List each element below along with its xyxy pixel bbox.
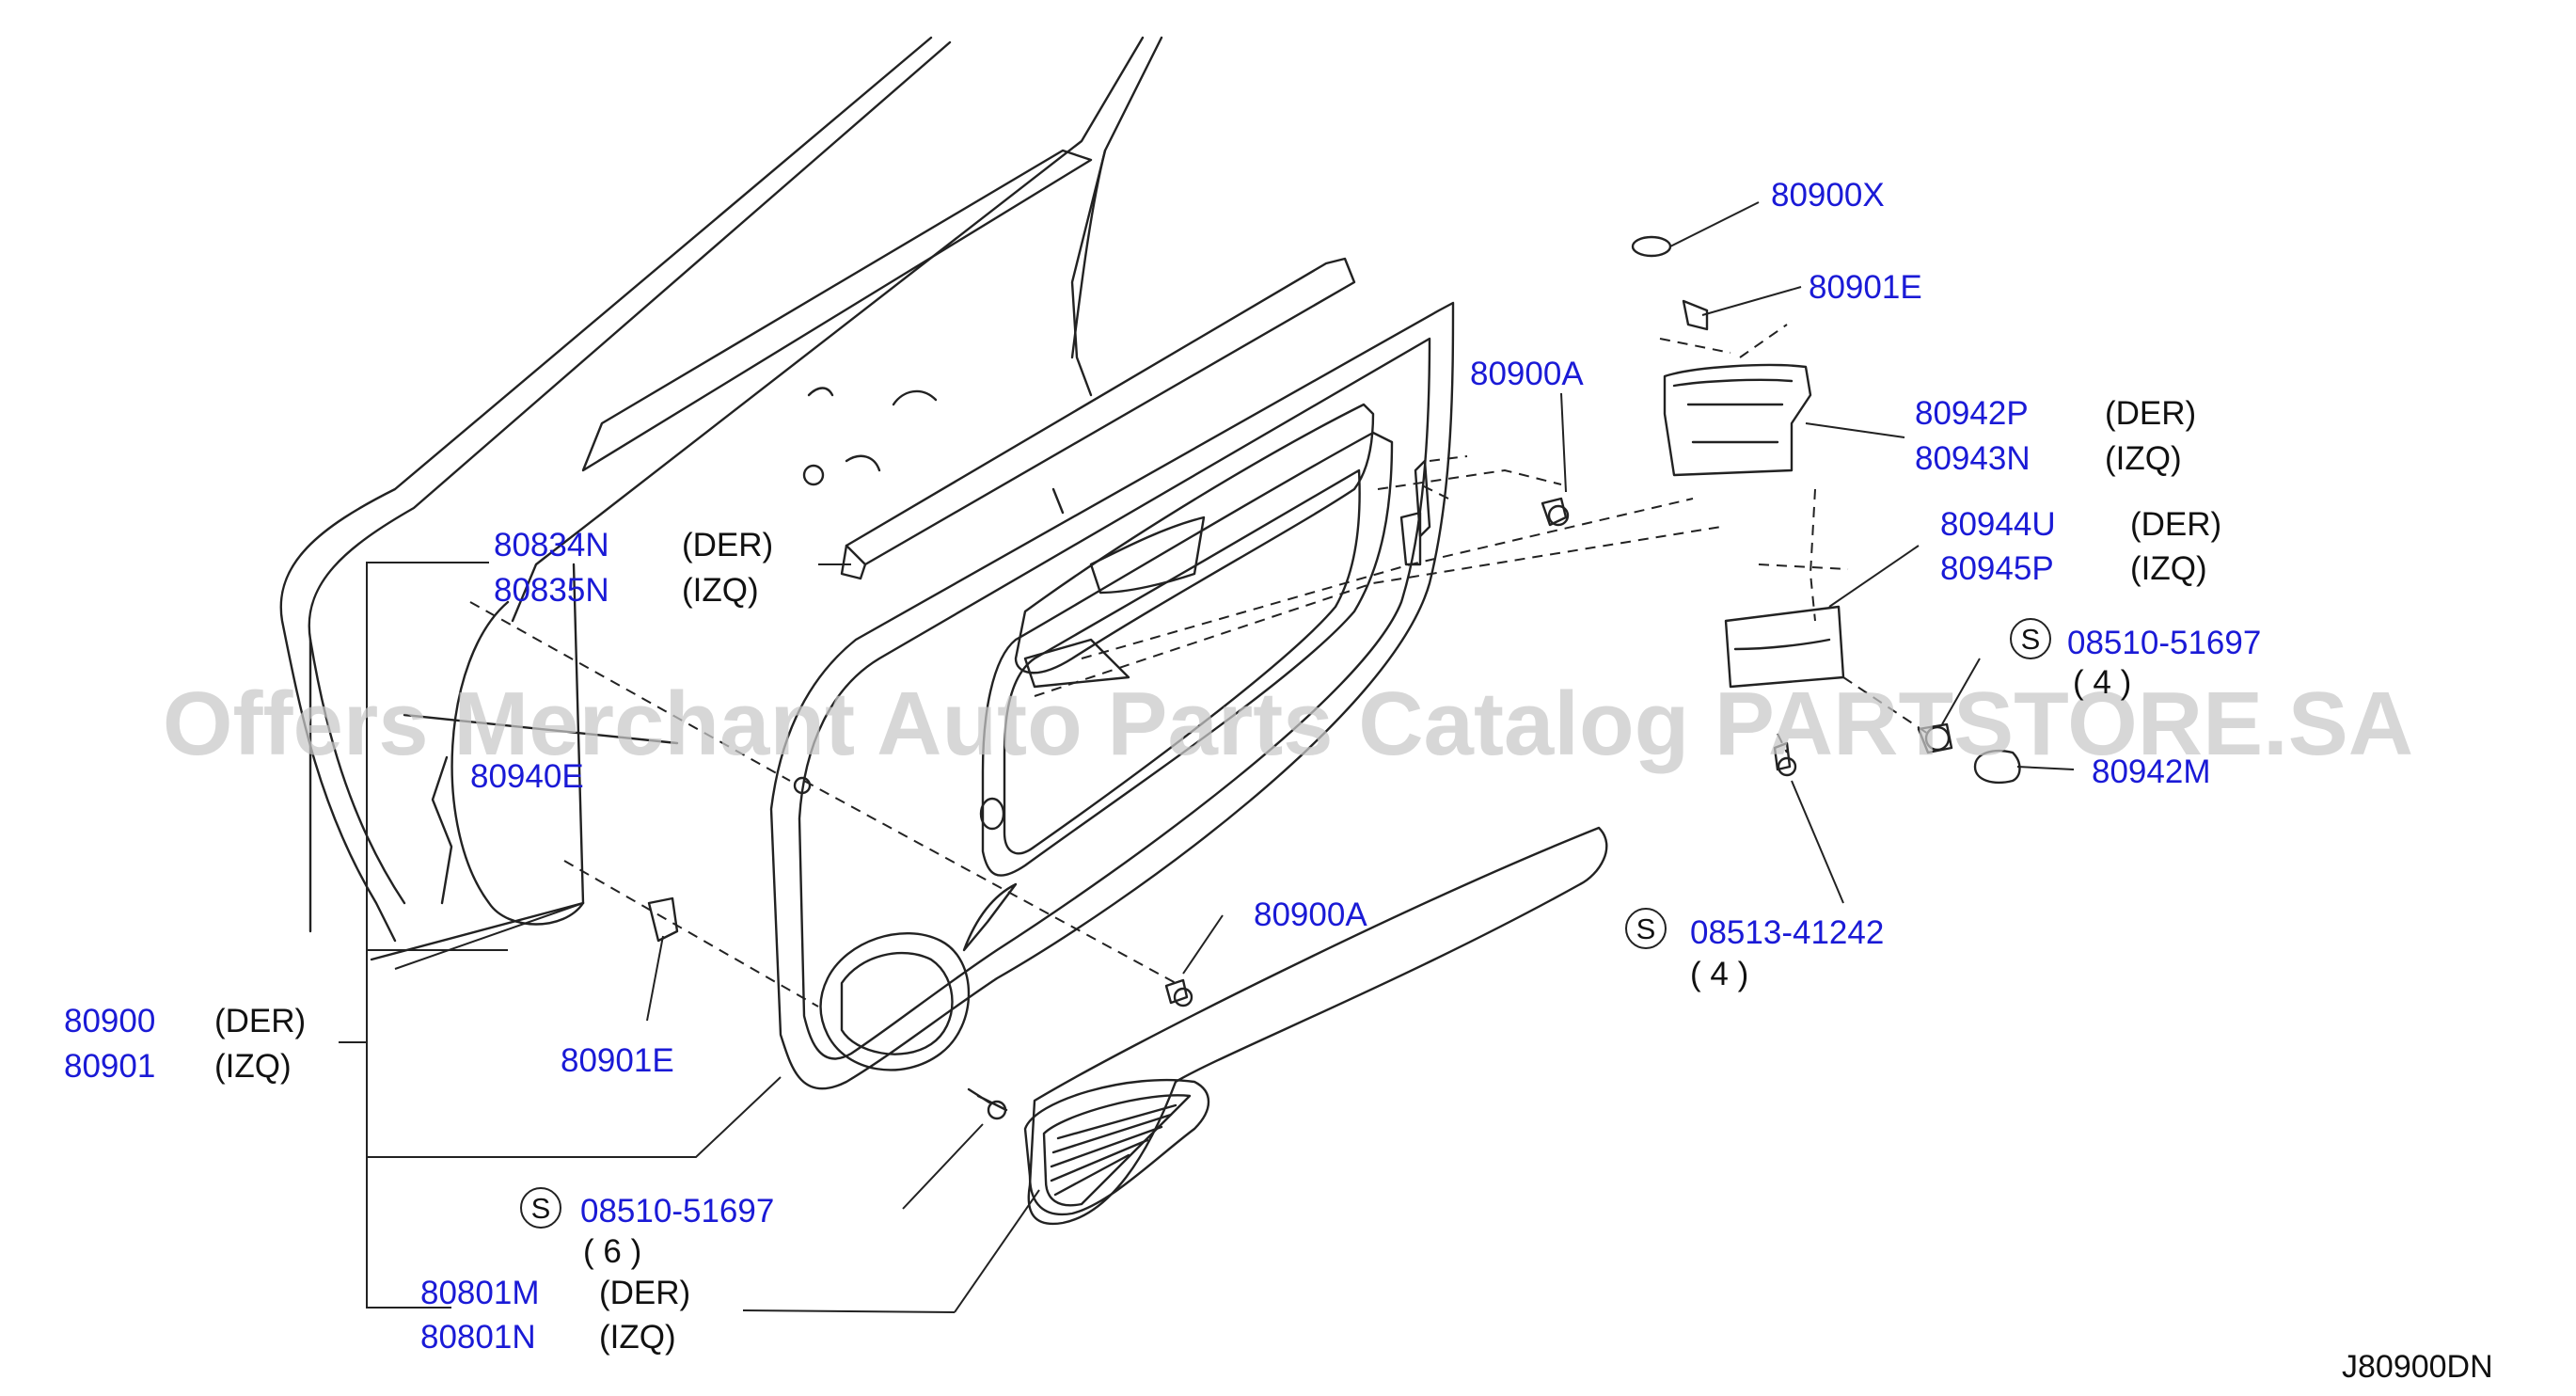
callout-80942p[interactable]: 80942P [1915,395,2029,432]
inner-panel [840,257,1356,580]
screw-symbol-bottom: S [520,1187,561,1229]
callout-80835n-side: (IZQ) [682,572,759,609]
armrest-pocket [1023,826,1608,1226]
callout-80943n-side: (IZQ) [2105,440,2182,477]
callout-80945p[interactable]: 80945P [1940,550,2054,587]
diagram-code: J80900DN [2342,1349,2493,1385]
callout-08510-51697-right-qty: ( 4 ) [2073,664,2132,701]
assembly-lines [469,324,1929,1007]
callout-80901[interactable]: 80901 [64,1048,156,1085]
callout-80801m-side: (DER) [599,1275,691,1311]
callout-80944u-side: (DER) [2130,506,2222,543]
callout-80900a-mid[interactable]: 80900A [1254,896,1367,933]
leader-lines [339,201,2075,1313]
callout-80834n-side: (DER) [682,527,774,563]
callout-80901e-top[interactable]: 80901E [1809,269,1922,306]
fasteners [647,497,2021,1120]
callout-80900[interactable]: 80900 [64,1003,156,1039]
callout-80900-side: (DER) [214,1003,307,1039]
callout-80834n[interactable]: 80834N [494,527,609,563]
door-frame [279,36,1163,961]
callout-80940e[interactable]: 80940E [470,758,584,795]
door-trim-panel [769,301,1455,1090]
callout-80945p-side: (IZQ) [2130,550,2207,587]
callout-80943n[interactable]: 80943N [1915,440,2031,477]
screw-symbol-mid: S [1625,908,1667,949]
screw-symbol-right: S [2010,618,2051,659]
callout-80901e-low[interactable]: 80901E [561,1042,674,1079]
callout-80835n[interactable]: 80835N [494,572,609,609]
callout-08510-51697-bottom-qty: ( 6 ) [583,1233,642,1270]
callout-80900a-top[interactable]: 80900A [1470,356,1584,392]
callout-80900x[interactable]: 80900X [1771,177,1885,214]
callout-80942m[interactable]: 80942M [2092,754,2211,790]
callout-08513-41242[interactable]: 08513-41242 [1690,914,1885,951]
callout-80801m[interactable]: 80801M [420,1275,540,1311]
callout-08510-51697-bottom[interactable]: 08510-51697 [580,1193,775,1229]
callout-08510-51697-right[interactable]: 08510-51697 [2067,625,2262,661]
callout-80942p-side: (DER) [2105,395,2197,432]
callout-80801n-side: (IZQ) [599,1319,676,1356]
callout-80901-side: (IZQ) [214,1048,292,1085]
callout-80801n[interactable]: 80801N [420,1319,536,1356]
callout-80944u[interactable]: 80944U [1940,506,2056,543]
callout-08513-41242-qty: ( 4 ) [1690,956,1749,992]
